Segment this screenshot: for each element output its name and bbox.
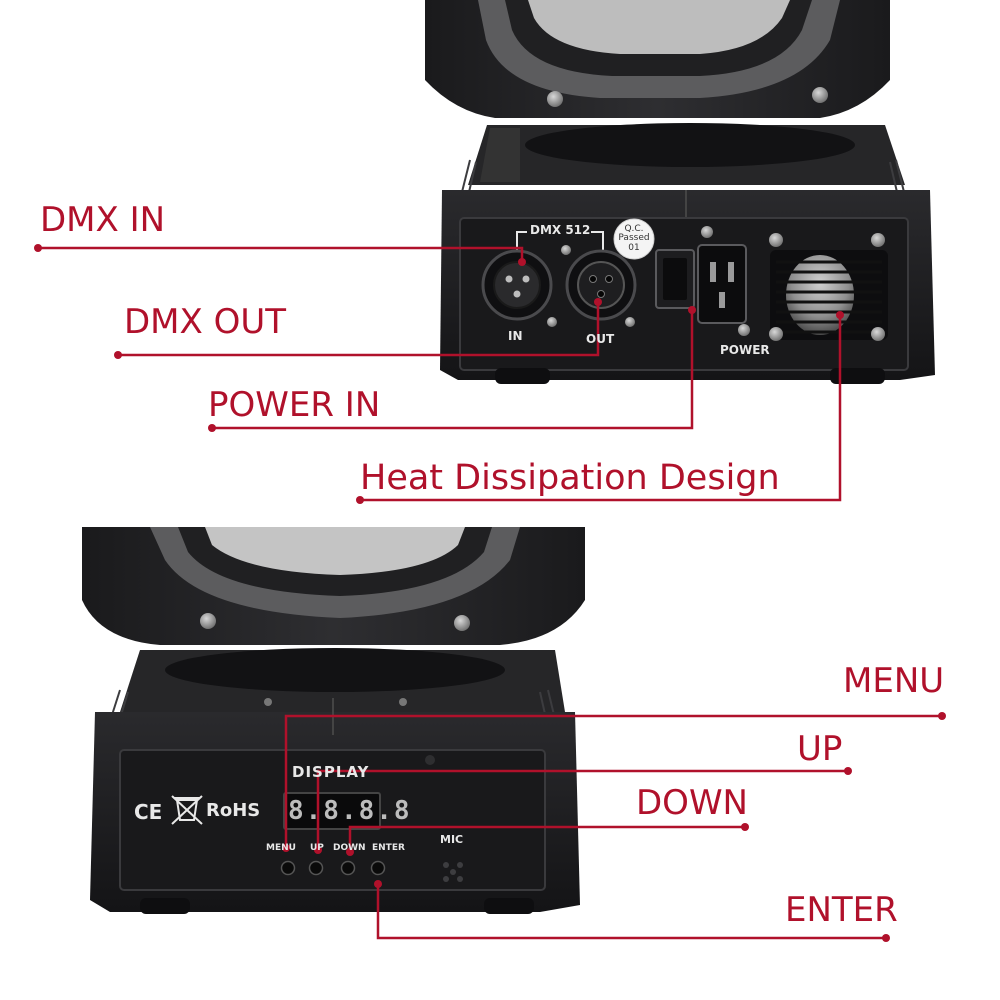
seven-segment-display: 8.8.8.8: [288, 796, 412, 826]
display-label: DISPLAY: [292, 763, 370, 781]
enter-callout: ENTER: [785, 890, 898, 930]
qc-line-3: 01: [628, 242, 640, 253]
dmx-out-callout: DMX OUT: [124, 302, 287, 342]
heat-dissipation-callout: Heat Dissipation Design: [360, 458, 780, 498]
ce-mark: CE: [134, 800, 163, 824]
down-callout: DOWN: [636, 783, 748, 823]
down-button-label: DOWN: [333, 843, 366, 853]
qc-sticker: Q.C. Passed 01: [614, 224, 654, 253]
top-callout-lines: [38, 246, 842, 502]
enter-button-label: ENTER: [372, 843, 405, 853]
top-moving-head-unit: [425, 0, 935, 384]
power-label: POWER: [720, 343, 770, 357]
qc-line-2: Passed: [618, 233, 650, 244]
rohs-mark: RoHS: [206, 800, 261, 821]
weee-bin-icon: [171, 795, 203, 825]
dmx-512-label: DMX 512: [530, 223, 591, 237]
menu-button-label: MENU: [266, 843, 296, 853]
up-callout: UP: [797, 729, 843, 769]
in-label: IN: [508, 329, 523, 343]
menu-callout: MENU: [843, 661, 945, 701]
dmx-in-callout: DMX IN: [40, 200, 166, 240]
qc-line-1: Q.C.: [624, 224, 644, 234]
bottom-callout-lines: [284, 714, 942, 940]
up-button-label: UP: [310, 843, 324, 853]
power-in-callout: POWER IN: [208, 385, 381, 425]
bottom-moving-head-unit: [82, 527, 585, 914]
out-label: OUT: [586, 332, 615, 346]
mic-label: MIC: [440, 833, 464, 846]
